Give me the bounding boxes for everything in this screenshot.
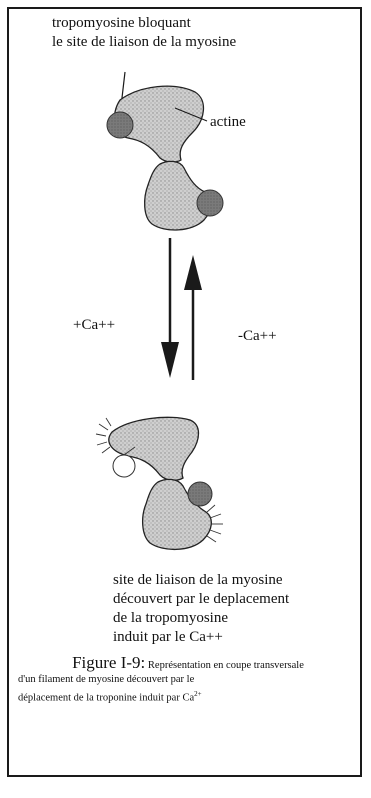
caption-text-line2: d'un filament de myosine découvert par l… (18, 673, 358, 687)
tropomyosin-top-right (197, 190, 223, 216)
top-actin-assembly (107, 72, 223, 230)
bottom-label-line3: de la tropomyosine (113, 609, 228, 628)
figure-caption: Figure I-9: Représentation en coupe tran… (18, 656, 358, 706)
down-arrow (161, 238, 179, 378)
minus-ca-label: -Ca++ (238, 327, 277, 346)
bottom-label-line1: site de liaison de la myosine (113, 571, 283, 590)
actine-label: actine (210, 113, 246, 132)
up-arrow (184, 255, 202, 380)
top-label-line1: tropomyosine bloquant (52, 14, 191, 33)
tropomyosin-bottom-left (113, 455, 135, 477)
caption-text-line1: Représentation en coupe transversale (148, 660, 304, 671)
caption-text-line3: déplacement de la troponine induit par C… (18, 693, 194, 704)
caption-title: Figure I-9: (72, 653, 145, 672)
tropomyosin-top-left (107, 112, 133, 138)
tropomyosin-bottom-right (188, 482, 212, 506)
bottom-actin-assembly (96, 417, 223, 549)
bottom-label-line4: induit par le Ca++ (113, 628, 223, 647)
bottom-label-line2: découvert par le deplacement (113, 590, 289, 609)
binding-site-rays-left (96, 418, 111, 453)
caption-superscript: 2+ (194, 690, 201, 698)
top-label-line2: le site de liaison de la myosine (52, 33, 236, 52)
plus-ca-label: +Ca++ (73, 316, 115, 335)
